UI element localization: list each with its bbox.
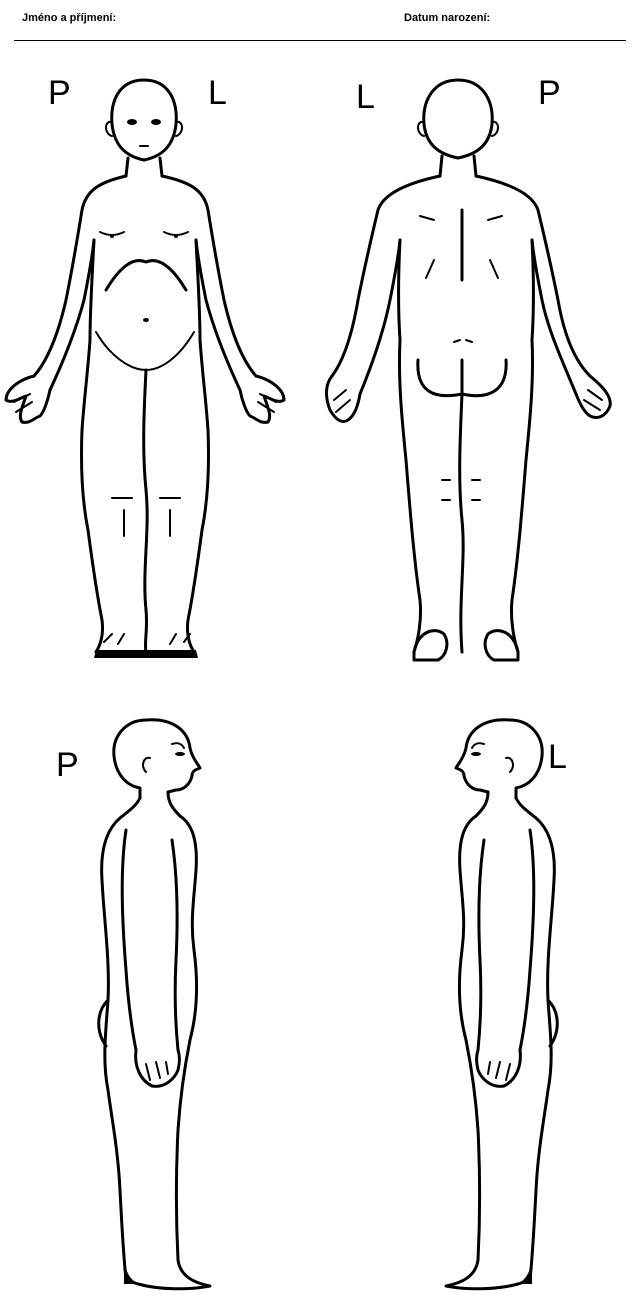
name-field-label: Jméno a příjmení:: [22, 12, 116, 24]
body-profile-right-diagram[interactable]: [80, 700, 260, 1300]
body-profile-left-diagram[interactable]: [396, 700, 576, 1300]
profile-right-side-marker: P: [56, 748, 79, 782]
header-divider: [14, 40, 626, 41]
birthdate-field-label: Datum narození:: [404, 12, 490, 24]
body-front-diagram[interactable]: [0, 60, 300, 670]
body-back-diagram[interactable]: [322, 60, 622, 670]
form-header: Jméno a příjmení: Datum narození:: [0, 0, 634, 46]
